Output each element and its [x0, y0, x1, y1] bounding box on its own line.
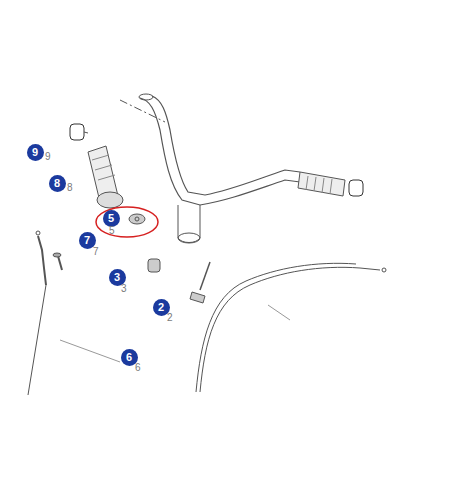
part-number: 3 — [121, 284, 127, 294]
cable-end — [382, 268, 386, 272]
handlebar-clamp — [178, 205, 200, 243]
right-end-cap — [349, 180, 363, 196]
callout-number: 5 — [103, 210, 120, 227]
callout-number: 3 — [109, 269, 126, 286]
callout-number: 8 — [49, 175, 66, 192]
highlight-ring — [96, 207, 158, 237]
bolt-head — [190, 292, 205, 303]
callout-number: 6 — [121, 349, 138, 366]
callout-text: 8 — [54, 178, 60, 189]
brake-cable-edge — [196, 263, 356, 392]
leader — [268, 305, 290, 320]
callout-text: 7 — [84, 235, 90, 246]
part-number: 6 — [135, 363, 141, 373]
clamp-base — [178, 233, 200, 243]
leader — [84, 132, 88, 133]
throttle-cable — [28, 285, 46, 395]
handlebar-tube-edge — [152, 96, 300, 195]
cable-end — [36, 231, 40, 235]
part-number: 5 — [109, 226, 115, 236]
callout-text: 9 — [32, 147, 38, 158]
bar-end — [139, 94, 153, 100]
callout-text: 5 — [108, 213, 114, 224]
callout-number: 9 — [27, 144, 44, 161]
washer — [129, 214, 145, 224]
grip-ribs — [306, 176, 332, 194]
callout-text: 2 — [158, 302, 164, 313]
part-number: 8 — [67, 183, 73, 193]
washer-hole — [135, 217, 139, 221]
handlebar-tube — [140, 98, 300, 205]
leader — [60, 340, 120, 362]
callout-number: 2 — [153, 299, 170, 316]
bolt-shank — [200, 262, 210, 290]
screw-head — [53, 253, 61, 257]
grip-ribs — [92, 155, 115, 180]
collar — [148, 259, 160, 272]
screw — [58, 256, 62, 270]
brake-cable — [200, 267, 380, 392]
callout-text: 6 — [126, 352, 132, 363]
part-number: 2 — [167, 313, 173, 323]
right-grip — [298, 172, 345, 196]
part-number: 7 — [93, 247, 99, 257]
cable-adjuster — [38, 236, 46, 285]
center-line — [120, 100, 165, 122]
callout-text: 3 — [114, 272, 120, 283]
throttle-pulley — [97, 192, 123, 208]
callout-number: 7 — [79, 232, 96, 249]
end-cap — [70, 124, 84, 140]
part-number: 9 — [45, 152, 51, 162]
